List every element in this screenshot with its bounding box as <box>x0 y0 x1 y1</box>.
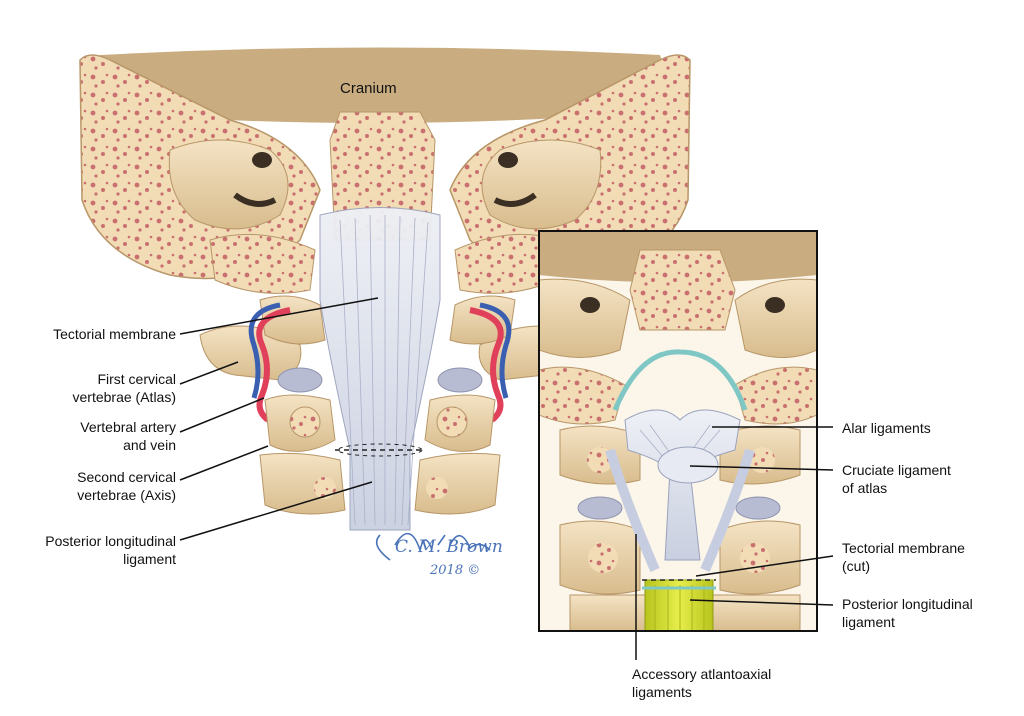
tectorial-membrane-label: Tectorial membrane <box>53 325 176 343</box>
label-line: vertebrae (Axis) <box>77 487 176 503</box>
posterior-longitudinal-label-left: Posterior longitudinal ligament <box>45 532 176 568</box>
axis-vertebra <box>259 394 501 515</box>
label-line: Vertebral artery <box>80 419 176 435</box>
vertebral-artery-label: Vertebral artery and vein <box>80 418 176 454</box>
label-line: Posterior longitudinal <box>842 596 973 612</box>
label-line: Accessory atlantoaxial <box>632 666 772 682</box>
label-line: Second cervical <box>77 469 176 485</box>
cruciate-ligament-label: Cruciate ligament of atlas <box>842 461 951 497</box>
label-line: Tectorial membrane <box>842 540 965 556</box>
tectorial-membrane-cut-label: Tectorial membrane (cut) <box>842 539 965 575</box>
label-line: Cruciate ligament <box>842 462 951 478</box>
label-line: ligament <box>123 551 176 567</box>
label-line: (cut) <box>842 558 870 574</box>
label-line: First cervical <box>97 371 176 387</box>
label-line: Posterior longitudinal <box>45 533 176 549</box>
inset-panel <box>538 230 818 632</box>
label-line: Alar ligaments <box>842 420 931 436</box>
signature-year: 2018 © <box>430 563 481 578</box>
leader-lines <box>179 297 834 660</box>
tectorial-membrane <box>319 207 441 531</box>
first-cervical-label: First cervical vertebrae (Atlas) <box>73 370 176 406</box>
signature-name: C. M. Brown <box>395 537 503 557</box>
label-line: of atlas <box>842 480 888 496</box>
cranium-label: Cranium <box>340 80 397 97</box>
label-line: ligament <box>842 614 895 630</box>
second-cervical-label: Second cervical vertebrae (Axis) <box>77 468 176 504</box>
vertebral-artery-vein <box>248 302 512 423</box>
cranium-base <box>79 47 691 294</box>
label-line: and vein <box>123 437 176 453</box>
signature <box>375 532 491 561</box>
accessory-atlantoaxial-label: Accessory atlantoaxial ligaments <box>632 665 771 701</box>
label-line: ligaments <box>632 684 692 700</box>
posterior-longitudinal-label-right: Posterior longitudinal ligament <box>842 595 973 631</box>
alar-ligaments-label: Alar ligaments <box>842 419 931 437</box>
label-line: Tectorial membrane <box>53 326 176 342</box>
label-line: vertebrae (Atlas) <box>72 389 176 405</box>
